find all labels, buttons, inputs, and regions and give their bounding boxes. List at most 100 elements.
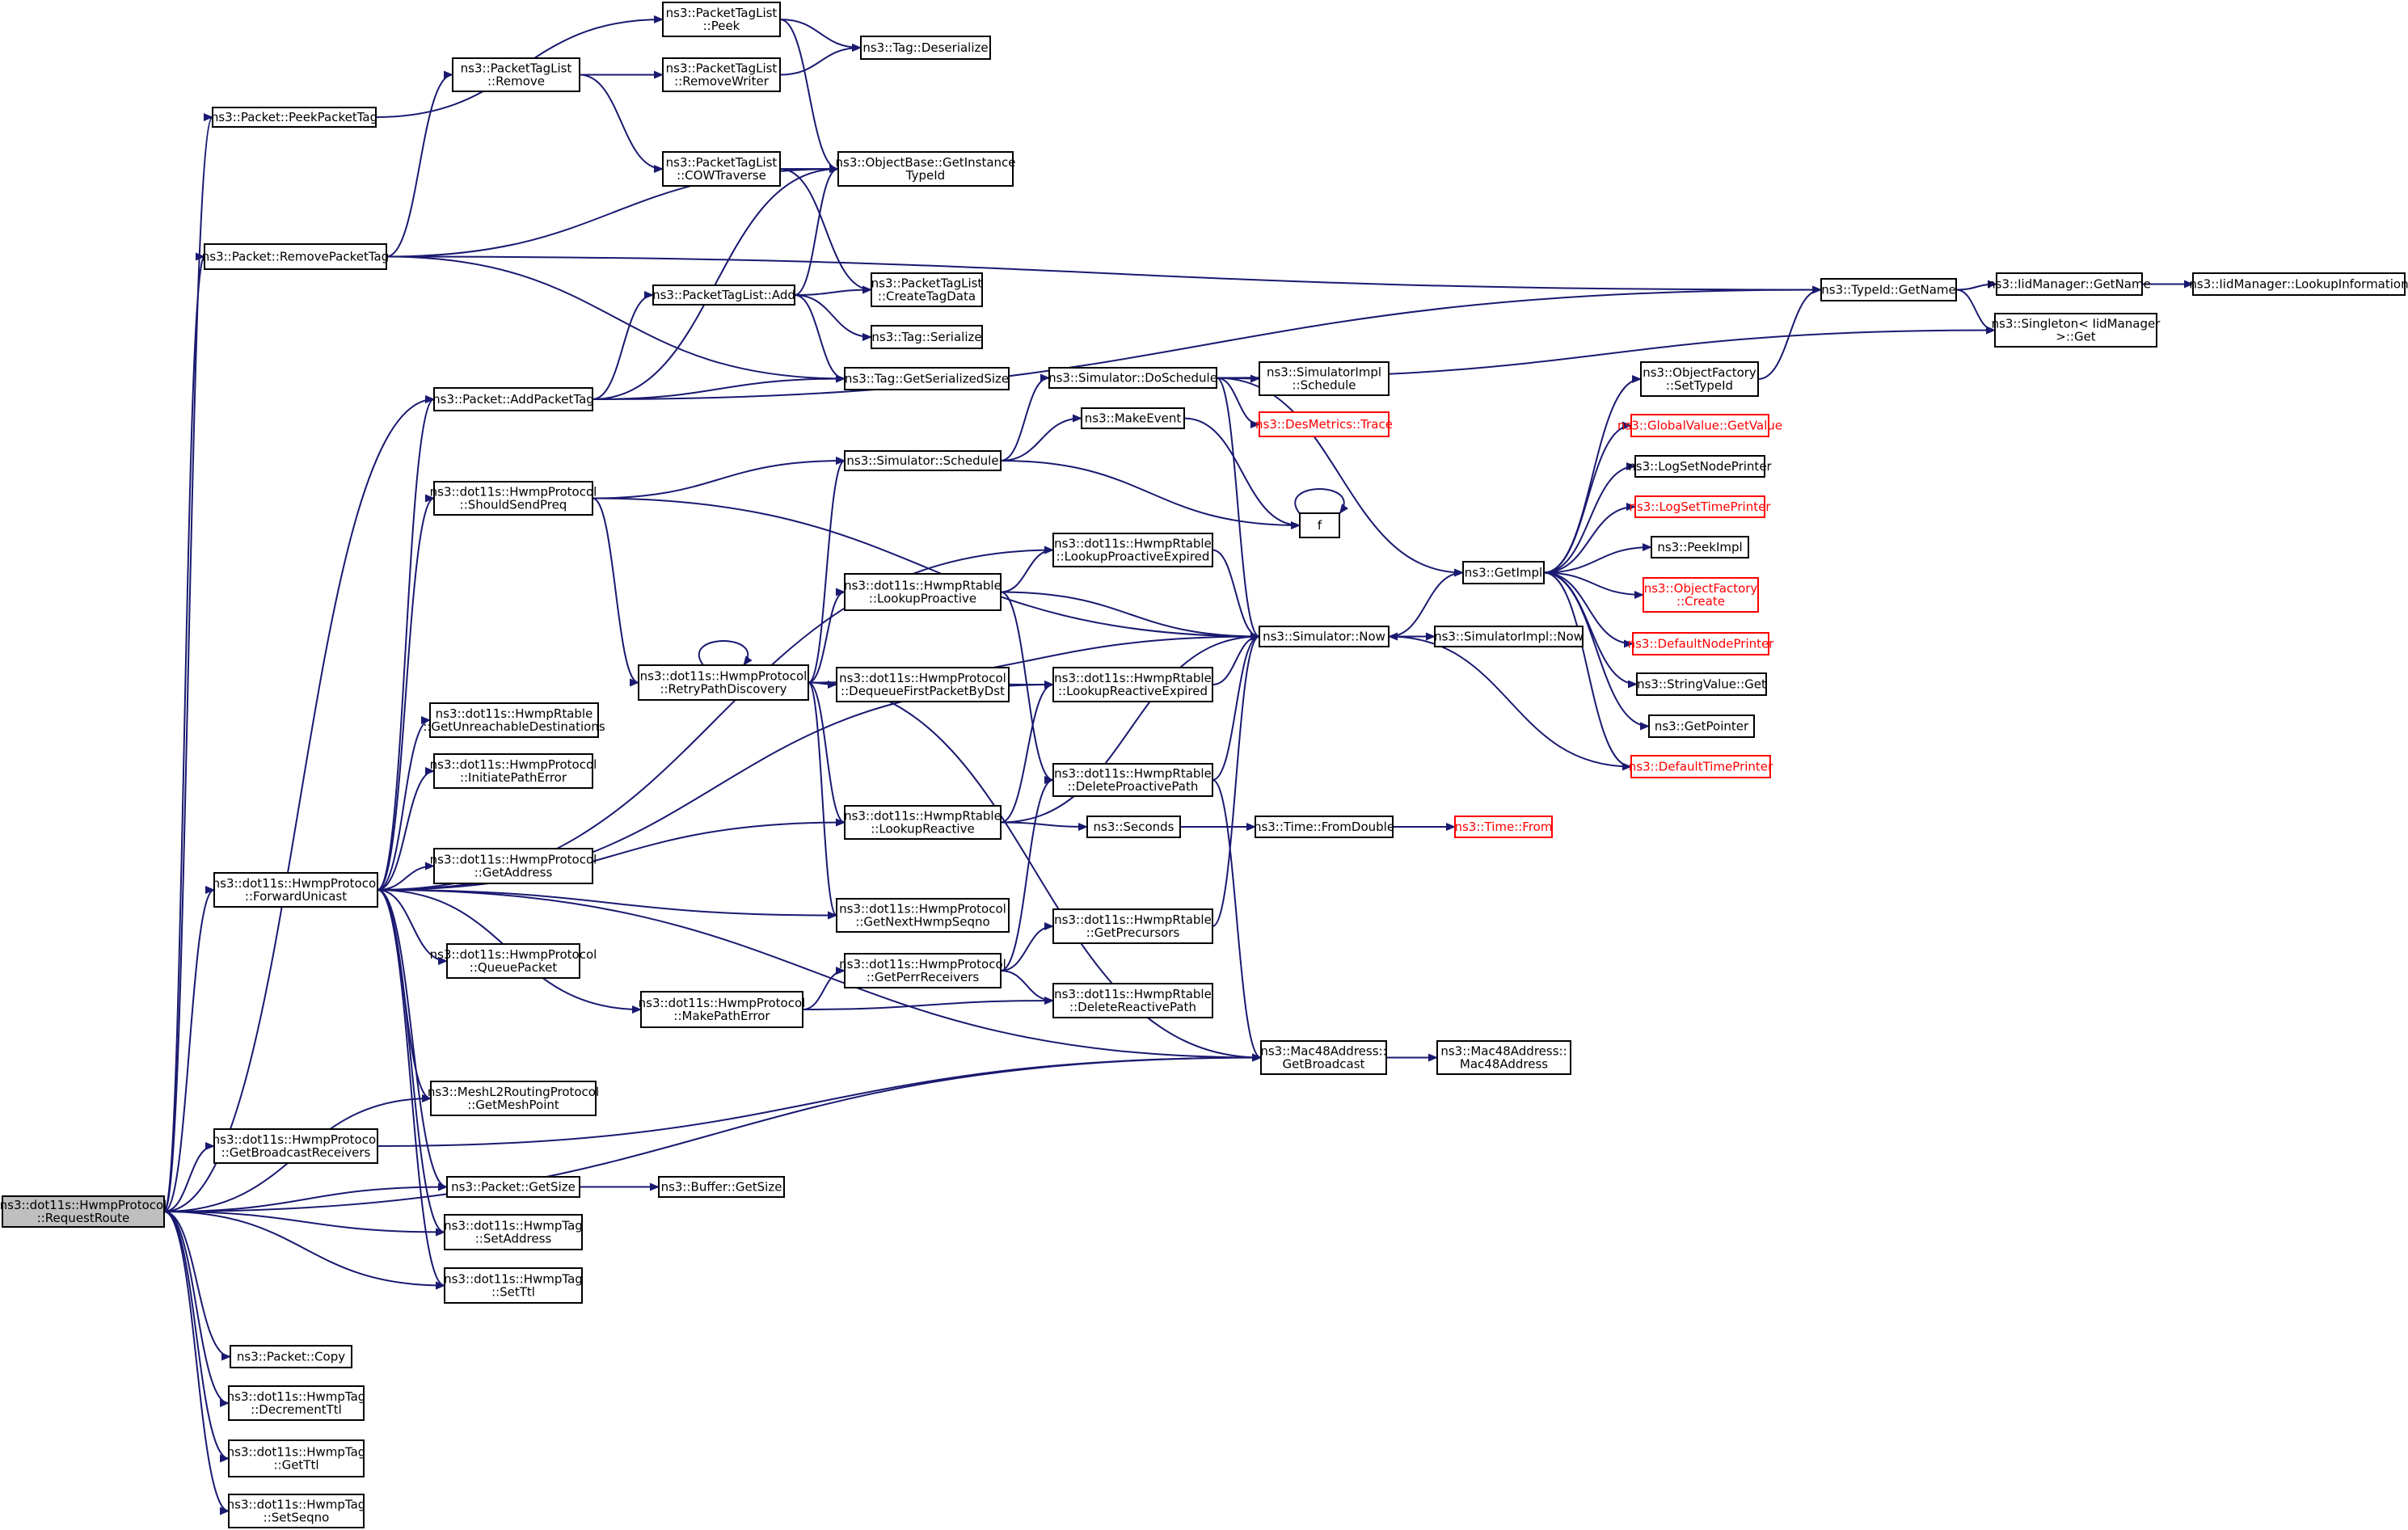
function-node-sseq[interactable]: ns3::dot11s::HwmpTag::SetSeqno <box>227 1494 366 1528</box>
function-node-ptlrm[interactable]: ns3::PacketTagList::Remove <box>452 57 580 92</box>
node-box[interactable] <box>1299 512 1340 538</box>
node-box[interactable] <box>871 272 983 307</box>
function-node-tidgn[interactable]: ns3::TypeId::GetName <box>1820 278 1957 301</box>
node-box[interactable] <box>1820 278 1957 301</box>
node-box[interactable] <box>836 898 1010 933</box>
function-node-dpp[interactable]: ns3::dot11s::HwmpRtable::DeleteProactive… <box>1052 763 1213 797</box>
node-box[interactable] <box>662 151 781 187</box>
function-node-ssp[interactable]: ns3::dot11s::HwmpProtocol::ShouldSendPre… <box>430 481 597 516</box>
node-box[interactable] <box>204 243 387 270</box>
function-node-gud[interactable]: ns3::dot11s::HwmpRtable::GetUnreachableD… <box>423 702 605 738</box>
node-box[interactable] <box>228 1385 365 1421</box>
function-node-lsnp[interactable]: ns3::LogSetNodePrinter <box>1628 455 1773 478</box>
function-node-gnhs[interactable]: ns3::dot11s::HwmpProtocol::GetNextHwmpSe… <box>836 898 1010 933</box>
node-box[interactable] <box>1996 272 2143 296</box>
function-node-pgs[interactable]: ns3::Packet::GetSize <box>446 1176 580 1198</box>
node-box[interactable] <box>1632 632 1769 655</box>
function-node-ptlpk[interactable]: ns3::PacketTagList::Peek <box>662 2 781 37</box>
node-box[interactable] <box>429 702 599 738</box>
function-node-ptlcow[interactable]: ns3::PacketTagList::COWTraverse <box>662 151 781 187</box>
node-box[interactable] <box>1260 1040 1387 1075</box>
node-box[interactable] <box>836 667 1010 702</box>
node-box[interactable] <box>1052 667 1213 702</box>
node-box[interactable] <box>433 387 593 411</box>
node-box[interactable] <box>228 1494 365 1528</box>
function-node-snow[interactable]: ns3::Simulator::Now <box>1259 626 1390 647</box>
node-box[interactable] <box>1640 361 1759 397</box>
function-node-gprec[interactable]: ns3::dot11s::HwmpRtable::GetPrecursors <box>1052 908 1213 944</box>
function-node-tser[interactable]: ns3::Tag::Serialize <box>871 325 983 349</box>
node-box[interactable] <box>844 805 1002 840</box>
node-box[interactable] <box>844 573 1002 611</box>
node-box[interactable] <box>430 1081 597 1116</box>
node-box[interactable] <box>2 1195 165 1228</box>
node-box[interactable] <box>1048 367 1217 389</box>
function-node-bgs[interactable]: ns3::Buffer::GetSize <box>658 1176 785 1198</box>
node-box[interactable] <box>1086 816 1181 838</box>
node-box[interactable] <box>230 1345 352 1368</box>
function-node-sisch[interactable]: ns3::SimulatorImpl::Schedule <box>1259 361 1390 396</box>
function-node-mgb[interactable]: ns3::Mac48Address::GetBroadcast <box>1260 1040 1387 1075</box>
node-box[interactable] <box>213 872 378 908</box>
function-node-addpt[interactable]: ns3::Packet::AddPacketTag <box>432 387 594 411</box>
function-node-lpe[interactable]: ns3::dot11s::HwmpRtable::LookupProactive… <box>1052 533 1213 567</box>
function-node-ssch[interactable]: ns3::Simulator::Schedule <box>844 450 1002 471</box>
node-box[interactable] <box>1255 816 1394 838</box>
node-box[interactable] <box>837 151 1014 187</box>
node-box[interactable] <box>212 107 377 128</box>
node-box[interactable] <box>844 953 1002 988</box>
function-node-gpr[interactable]: ns3::dot11s::HwmpProtocol::GetPerrReceiv… <box>839 953 1006 988</box>
function-node-root[interactable]: ns3::dot11s::HwmpProtocol::RequestRoute <box>0 1195 167 1228</box>
function-node-rpd[interactable]: ns3::dot11s::HwmpProtocol::RetryPathDisc… <box>638 664 809 701</box>
node-box[interactable] <box>1630 755 1771 778</box>
function-node-qp[interactable]: ns3::dot11s::HwmpProtocol::QueuePacket <box>430 943 597 979</box>
function-node-tfd[interactable]: ns3::Time::FromDouble <box>1254 816 1394 838</box>
function-node-gvgv[interactable]: ns3::GlobalValue::GetValue <box>1617 414 1782 437</box>
function-node-dttl[interactable]: ns3::dot11s::HwmpTag::DecrementTtl <box>227 1385 366 1421</box>
node-box[interactable] <box>871 325 983 349</box>
node-box[interactable] <box>662 57 781 92</box>
function-node-gptr[interactable]: ns3::GetPointer <box>1648 714 1755 738</box>
function-node-mev[interactable]: ns3::MakeEvent <box>1081 407 1185 429</box>
function-node-lstp[interactable]: ns3::LogSetTimePrinter <box>1629 495 1771 518</box>
node-box[interactable] <box>638 664 809 701</box>
node-box[interactable] <box>1634 455 1765 478</box>
node-box[interactable] <box>1052 908 1213 944</box>
node-box[interactable] <box>1259 361 1390 396</box>
function-node-ofc[interactable]: ns3::ObjectFactory::Create <box>1643 577 1759 613</box>
node-box[interactable] <box>1436 1040 1571 1075</box>
function-node-secs[interactable]: ns3::Seconds <box>1086 816 1181 838</box>
node-box[interactable] <box>1259 626 1390 647</box>
function-node-iigmn[interactable]: ns3::IidManager::GetName <box>1988 272 2151 296</box>
function-node-lre[interactable]: ns3::dot11s::HwmpRtable::LookupReactiveE… <box>1052 667 1213 702</box>
node-box[interactable] <box>452 57 580 92</box>
function-node-f[interactable]: f <box>1299 512 1340 538</box>
node-box[interactable] <box>213 1128 378 1164</box>
function-node-ptlrw[interactable]: ns3::PacketTagList::RemoveWriter <box>662 57 781 92</box>
node-box[interactable] <box>2192 272 2406 296</box>
node-box[interactable] <box>1462 561 1545 584</box>
function-node-tfrom[interactable]: ns3::Time::From <box>1454 816 1553 838</box>
function-node-ptladd[interactable]: ns3::PacketTagList::Add <box>652 285 795 306</box>
function-node-tgss[interactable]: ns3::Tag::GetSerializedSize <box>844 367 1010 390</box>
function-node-gaddr[interactable]: ns3::dot11s::HwmpProtocol::GetAddress <box>430 848 597 884</box>
function-node-drp[interactable]: ns3::dot11s::HwmpRtable::DeleteReactiveP… <box>1052 983 1213 1018</box>
node-box[interactable] <box>228 1439 365 1477</box>
node-box[interactable] <box>433 753 593 789</box>
node-box[interactable] <box>1648 714 1755 738</box>
node-box[interactable] <box>1643 577 1759 613</box>
function-node-sttl[interactable]: ns3::dot11s::HwmpTag::SetTtl <box>444 1267 583 1304</box>
node-box[interactable] <box>444 1214 583 1250</box>
node-box[interactable] <box>444 1267 583 1304</box>
node-box[interactable] <box>1454 816 1553 838</box>
node-box[interactable] <box>1259 411 1390 437</box>
function-node-sinow[interactable]: ns3::SimulatorImpl::Now <box>1434 626 1584 647</box>
node-box[interactable] <box>1052 763 1213 797</box>
function-node-pimpl[interactable]: ns3::PeekImpl <box>1651 536 1749 558</box>
function-node-ptlctd[interactable]: ns3::PacketTagList::CreateTagData <box>871 272 983 307</box>
function-node-pcopy[interactable]: ns3::Packet::Copy <box>230 1345 352 1368</box>
function-node-sadd[interactable]: ns3::dot11s::HwmpTag::SetAddress <box>444 1214 583 1250</box>
function-node-ofst[interactable]: ns3::ObjectFactory::SetTypeId <box>1640 361 1759 397</box>
function-node-gimpl[interactable]: ns3::GetImpl <box>1462 561 1545 584</box>
